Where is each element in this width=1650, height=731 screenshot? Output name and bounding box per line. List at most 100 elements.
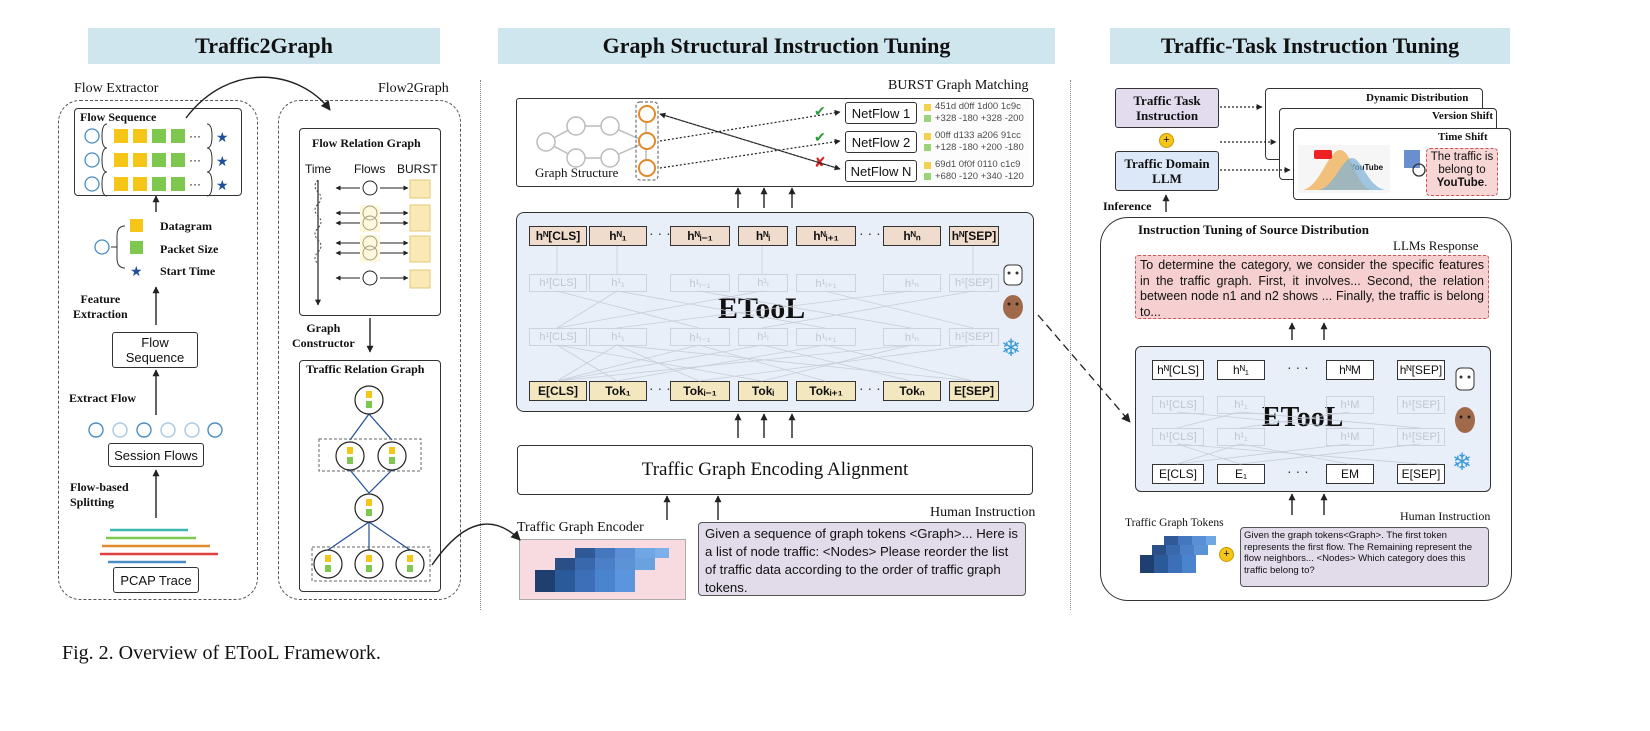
token-e-1: E₁ bbox=[1217, 464, 1265, 484]
ghost-token: h¹₁ bbox=[1217, 396, 1265, 414]
plus-icon: + bbox=[1219, 547, 1234, 562]
youtube-answer-box: The traffic is belong to YouTube. bbox=[1426, 148, 1498, 196]
header-title: Graph Structural Instruction Tuning bbox=[602, 33, 951, 58]
flow-based-splitting-label: Flow-based Splitting bbox=[70, 480, 129, 509]
ghost-token: h¹[SEP] bbox=[949, 274, 999, 292]
token-e-cls: E[CLS] bbox=[529, 381, 587, 401]
token-hn-sep: hᴺ[SEP] bbox=[1397, 360, 1445, 380]
flow-extractor-panel bbox=[58, 100, 258, 600]
ghost-token: h¹₁ bbox=[1217, 428, 1265, 446]
graph-structural-header: Graph Structural Instruction Tuning bbox=[498, 28, 1055, 64]
snowflake-icon: ❄ bbox=[1001, 336, 1021, 362]
youtube-answer-text: The traffic is belong to bbox=[1430, 151, 1494, 176]
header-title: Traffic-Task Instruction Tuning bbox=[1160, 33, 1460, 58]
ellipsis: · · · bbox=[859, 380, 881, 396]
svg-text:★: ★ bbox=[216, 179, 229, 194]
mismatch-cross-icon: ✘ bbox=[814, 156, 826, 171]
extract-flow-label: Extract Flow bbox=[69, 391, 136, 405]
encoding-alignment-label: Traffic Graph Encoding Alignment bbox=[641, 459, 909, 480]
flow2graph-panel bbox=[278, 100, 461, 600]
legend-packet-size: Packet Size bbox=[160, 242, 219, 256]
legend-datagram: Datagram bbox=[160, 219, 212, 233]
encoding-alignment-box: Traffic Graph Encoding Alignment bbox=[517, 445, 1033, 495]
cube-stack-icon bbox=[1140, 536, 1216, 573]
match-check-icon: ✔ bbox=[814, 131, 826, 146]
token-hn-1: hᴺ₁ bbox=[589, 226, 647, 246]
ghost-token: h¹ₙ bbox=[883, 328, 941, 346]
figure-caption: Fig. 2. Overview of ETooL Framework. bbox=[62, 642, 381, 664]
svg-text:···: ··· bbox=[189, 129, 201, 143]
flow-sequence-title: Flow Sequence bbox=[80, 110, 157, 124]
token-hn-i+1: hᴺᵢ₊₁ bbox=[796, 226, 856, 246]
ghost-token: h¹[CLS] bbox=[1152, 396, 1204, 414]
bear-icon bbox=[1003, 295, 1023, 319]
cube-stack-icon bbox=[535, 548, 669, 592]
ghost-token: h¹M bbox=[1326, 428, 1374, 446]
traffic-relation-graph-drawing bbox=[327, 413, 411, 551]
flow-extractor-label: Flow Extractor bbox=[74, 81, 159, 96]
legend-start-time: Start Time bbox=[160, 264, 216, 278]
graph-constructor-label: Graph Constructor bbox=[292, 321, 355, 350]
traffic2graph-header: Traffic2Graph bbox=[88, 28, 440, 64]
netflow-2-size: +128 -180 +200 -180 bbox=[935, 142, 1024, 153]
token-tok-i+1: Tokᵢ₊₁ bbox=[796, 381, 856, 401]
ghost-token: h¹[SEP] bbox=[949, 328, 999, 346]
netflow-1: NetFlow 1 bbox=[845, 102, 917, 124]
pcap-trace-node: PCAP Trace bbox=[113, 567, 199, 593]
llm-response-label: LLMs Response bbox=[1393, 238, 1479, 253]
instruction-text-box: Given a sequence of graph tokens <Graph>… bbox=[698, 522, 1026, 596]
frg-col-time: Time bbox=[305, 162, 332, 176]
time-shift-label: Time Shift bbox=[1438, 131, 1488, 143]
svg-text:···: ··· bbox=[189, 153, 201, 167]
token-e-sep: E[SEP] bbox=[949, 381, 999, 401]
flow-sequence-node: Flow Sequence bbox=[112, 332, 198, 368]
svg-text:★: ★ bbox=[216, 155, 229, 170]
netflow-n-hex: 69d1 0f0f 0110 c1c9 bbox=[935, 159, 1021, 170]
flow-relation-graph-drawing bbox=[314, 179, 431, 306]
version-shift-label: Version Shift bbox=[1432, 110, 1494, 122]
ellipsis: · · · bbox=[859, 225, 881, 241]
ghost-token: h¹[SEP] bbox=[1397, 396, 1445, 414]
netflow-2-hex: 00ff d133 a206 91cc bbox=[935, 130, 1021, 141]
snowflake-icon: ❄ bbox=[1452, 450, 1472, 476]
token-hn-n: hᴺₙ bbox=[883, 226, 941, 246]
instruction-text-box-right: Given the graph tokens<Graph>. The first… bbox=[1240, 527, 1489, 587]
inference-label: Inference bbox=[1103, 199, 1152, 213]
traffic-graph-encoder-label: Traffic Graph Encoder bbox=[517, 520, 644, 535]
traffic-relation-graph-title: Traffic Relation Graph bbox=[306, 362, 425, 376]
netflow-1-hex: 451d d0ff 1d00 1c9c bbox=[935, 101, 1021, 112]
plus-icon: + bbox=[1159, 133, 1174, 148]
token-tok-i: Tokᵢ bbox=[738, 381, 788, 401]
feature-extraction-label: Feature Extraction bbox=[73, 292, 128, 321]
ghost-token: h¹ᵢ bbox=[738, 274, 788, 292]
ghost-token: h¹M bbox=[1326, 396, 1374, 414]
traffic-graph-tokens-label: Traffic Graph Tokens bbox=[1125, 517, 1224, 529]
youtube-answer-bold: YouTube bbox=[1436, 177, 1485, 189]
human-instruction-label: Human Instruction bbox=[930, 505, 1036, 520]
dynamic-distribution-label: Dynamic Distribution bbox=[1366, 92, 1469, 104]
token-tok-n: Tokₙ bbox=[883, 381, 941, 401]
netflow-2: NetFlow 2 bbox=[845, 131, 917, 153]
svg-text:★: ★ bbox=[216, 131, 229, 146]
token-e-m: EM bbox=[1326, 464, 1374, 484]
ellipsis: · · · bbox=[1287, 359, 1309, 375]
token-hn-m: hᴺM bbox=[1326, 360, 1374, 380]
token-e-cls: E[CLS] bbox=[1152, 464, 1204, 484]
token-hn-i-1: hᴺᵢ₋₁ bbox=[670, 226, 730, 246]
match-check-icon: ✔ bbox=[814, 105, 826, 120]
section-divider bbox=[480, 80, 481, 610]
burst-matching-box bbox=[516, 98, 1034, 187]
source-distribution-panel bbox=[1100, 217, 1512, 601]
flow-sequence-rows: ··· ★ ··· ★ ··· ★ bbox=[84, 123, 229, 197]
ellipsis: · · · bbox=[1287, 463, 1309, 479]
netflow-1-size: +328 -180 +328 -200 bbox=[935, 113, 1024, 124]
token-hn-cls: hᴺ[CLS] bbox=[529, 226, 587, 246]
session-flows-node: Session Flows bbox=[108, 443, 204, 467]
token-hn-i: hᴺᵢ bbox=[738, 226, 788, 246]
token-hn-1: hᴺ₁ bbox=[1217, 360, 1265, 380]
frg-col-burst: BURST bbox=[397, 162, 438, 176]
svg-text:···: ··· bbox=[189, 177, 201, 191]
token-tok-1: Tok₁ bbox=[589, 381, 647, 401]
llm-response-box: To determine the category, we consider t… bbox=[1135, 255, 1489, 319]
